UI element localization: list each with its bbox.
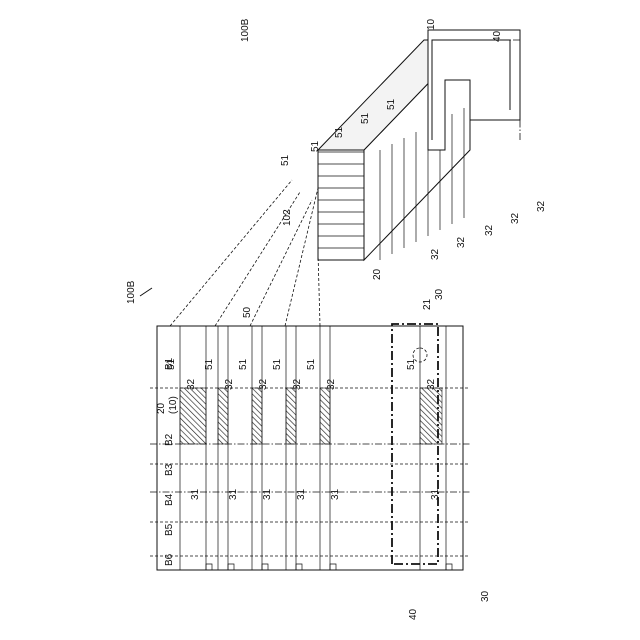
base-block-front: [318, 150, 364, 260]
slit-tab-31: [296, 564, 302, 570]
label-40-plan: 40: [408, 608, 419, 620]
label-51-plan: 51: [272, 358, 283, 370]
label-32-perspective: 32: [484, 224, 495, 236]
hatched-region-51: [218, 388, 228, 444]
slit-line: [420, 326, 446, 570]
projection-lines: [170, 180, 320, 326]
hatched-region-51: [320, 388, 330, 444]
label-32-perspective: 32: [510, 212, 521, 224]
label-32-perspective: 32: [536, 200, 547, 212]
slit-tab-31: [446, 564, 452, 570]
label-51-perspective: 51: [360, 112, 371, 124]
hatched-region-51: [180, 388, 206, 444]
label-51-perspective: 51: [310, 140, 321, 152]
label-32-plan: 32: [186, 378, 197, 390]
label-51-plan: 51: [204, 358, 215, 370]
frame-10-outer: [428, 30, 520, 150]
label-21: 21: [422, 298, 433, 310]
hatched-bands: [180, 388, 442, 444]
label-102: 102: [282, 209, 293, 226]
label-20-perspective: 20: [372, 268, 383, 280]
label-51-plan: 51: [238, 358, 249, 370]
slit-line: [252, 326, 262, 570]
label-31-plan: 31: [262, 488, 273, 500]
label-51-plan: 51: [406, 358, 417, 370]
hatched-region-51: [252, 388, 262, 444]
label-32-plan: 32: [224, 378, 235, 390]
slit-tab-31: [206, 564, 212, 570]
label-32-perspective: 32: [456, 236, 467, 248]
label-20-sub: (10): [168, 396, 179, 414]
slit-line: [320, 326, 330, 570]
label-32-plan: 32: [258, 378, 269, 390]
label-31-plan: 31: [430, 488, 441, 500]
label-51-plan: 51: [306, 358, 317, 370]
label-40-perspective: 40: [492, 30, 503, 42]
slit-tab-31: [262, 564, 268, 570]
hatched-region-51: [286, 388, 296, 444]
label-b5: B5: [164, 523, 175, 536]
label-31-plan: 31: [190, 488, 201, 500]
label-b4: B4: [164, 493, 175, 506]
label-51-perspective: 51: [386, 98, 397, 110]
label-10: 10: [426, 18, 437, 30]
ref-100b-perspective: 100B: [240, 18, 251, 42]
label-32-perspective: 32: [430, 248, 441, 260]
label-51-perspective: 51: [280, 154, 291, 166]
label-51-perspective: 51: [334, 126, 345, 138]
label-32-plan: 32: [326, 378, 337, 390]
ref-100b-plan: 100B: [126, 280, 137, 304]
label-32-plan: 32: [426, 378, 437, 390]
label-20-main: 20: [156, 402, 167, 414]
slit-line: [218, 326, 228, 570]
ref-100b-plan-arrow: [140, 288, 152, 296]
label-31-plan: 31: [330, 488, 341, 500]
slit-tab-31: [228, 564, 234, 570]
label-b6: B6: [164, 553, 175, 566]
label-30-plan: 30: [480, 590, 491, 602]
label-b3: B3: [164, 463, 175, 476]
slit-line: [286, 326, 296, 570]
slit-tab-31: [330, 564, 336, 570]
label-30-perspective: 30: [434, 288, 445, 300]
label-51-plan: 51: [166, 358, 177, 370]
label-32-plan: 32: [292, 378, 303, 390]
label-31-plan: 31: [296, 488, 307, 500]
slit-line: [180, 326, 206, 570]
label-b2: B2: [164, 433, 175, 446]
label-31-plan: 31: [228, 488, 239, 500]
label-50: 50: [242, 306, 253, 318]
